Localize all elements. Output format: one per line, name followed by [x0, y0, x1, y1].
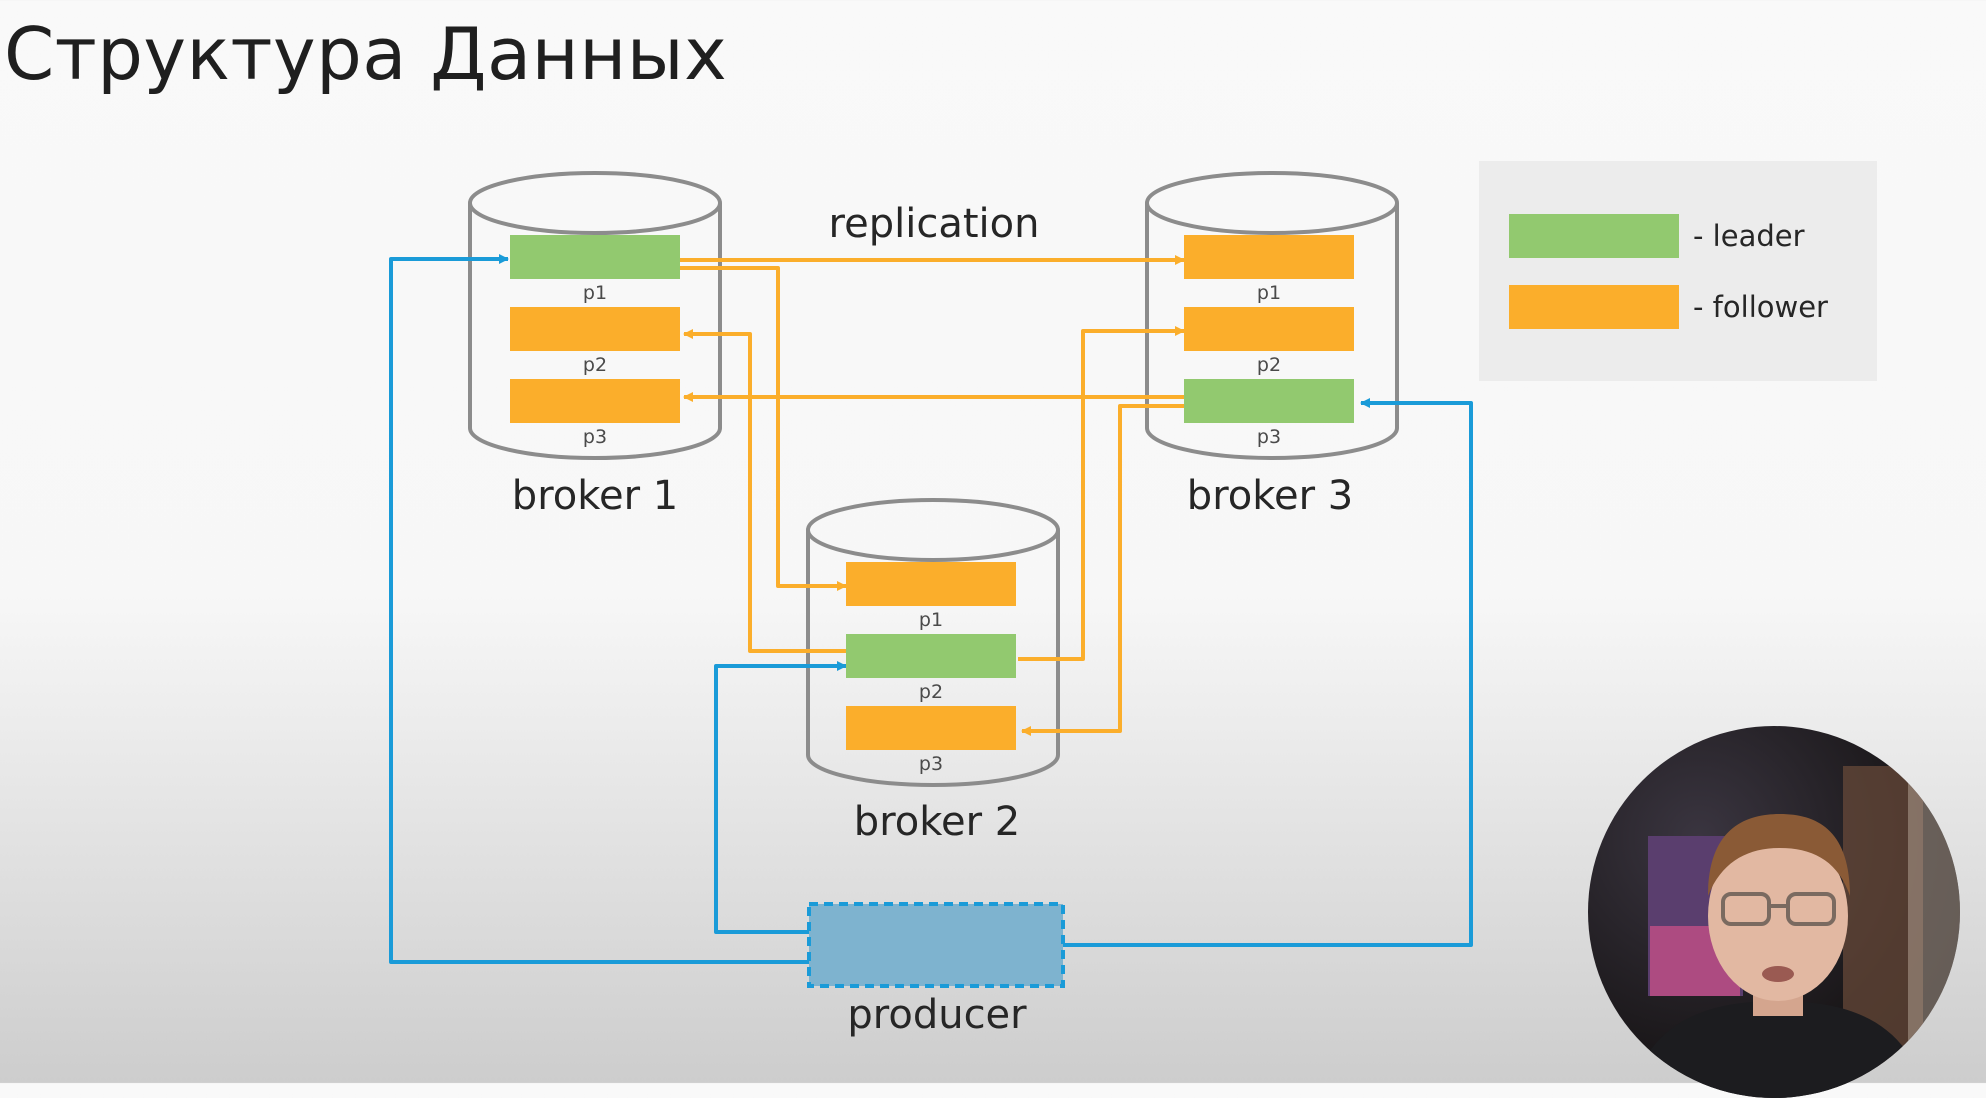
- producer-arrow-to-b2p2: [714, 661, 847, 934]
- broker-3-partition-p3-leader: [1184, 379, 1354, 423]
- broker-1-partition-p2-follower: [510, 307, 680, 351]
- broker-3-label: broker 3: [1187, 473, 1353, 519]
- broker-3-partition-label: p2: [1257, 354, 1281, 376]
- presenter-figure-icon: [1628, 726, 1960, 1098]
- legend-item-leader: - leader: [1509, 214, 1805, 258]
- broker-2-cylinder: [806, 498, 1060, 787]
- broker-1-partition-label: p1: [583, 282, 607, 304]
- producer-arrow-to-b1p1: [389, 254, 809, 964]
- broker-2-partition-p3-follower: [846, 706, 1016, 750]
- legend-label-leader: - leader: [1693, 219, 1805, 253]
- broker-2-label: broker 2: [854, 799, 1020, 845]
- replication-label: replication: [829, 201, 1040, 247]
- producer-label: producer: [847, 992, 1027, 1038]
- legend-item-follower: - follower: [1509, 285, 1828, 329]
- presenter-webcam: [1588, 726, 1960, 1098]
- broker-1-partition-label: p3: [583, 426, 607, 448]
- broker-2-partition-p1-follower: [846, 562, 1016, 606]
- producer-box[interactable]: [807, 902, 1065, 988]
- follower-swatch: [1509, 285, 1679, 329]
- producer-arrow-to-b3p3: [1063, 398, 1473, 947]
- broker-3-partition-p2-follower: [1184, 307, 1354, 351]
- replication-arrow-b1p1-to-b2p1: [680, 266, 847, 591]
- broker-1-label: broker 1: [512, 473, 678, 519]
- broker-2-partition-p2-leader: [846, 634, 1016, 678]
- leader-swatch: [1509, 214, 1679, 258]
- broker-1-partition-label: p2: [583, 354, 607, 376]
- broker-1-cylinder: [468, 171, 722, 460]
- legend: - leader - follower: [1479, 161, 1877, 381]
- broker-1-partition-p3-follower: [510, 379, 680, 423]
- replication-arrow-b2p2-to-b3p2: [1018, 326, 1185, 661]
- broker-3-partition-p1-follower: [1184, 235, 1354, 279]
- broker-3-cylinder: [1145, 171, 1399, 460]
- replication-arrow-b3p3-to-b2p3: [1021, 404, 1187, 736]
- partitions-layer: p1 p2 p3 p1 p2 p3 p1 p2 p3: [510, 235, 1354, 775]
- broker-3-partition-label: p1: [1257, 282, 1281, 304]
- broker-3-partition-label: p3: [1257, 426, 1281, 448]
- broker-2-partition-label: p1: [919, 609, 943, 631]
- broker-1-partition-p1-leader: [510, 235, 680, 279]
- slide-title: Структура Данных: [4, 12, 728, 96]
- legend-label-follower: - follower: [1693, 290, 1828, 324]
- broker-2-partition-label: p3: [919, 753, 943, 775]
- replication-arrow-b2p2-to-b1p2: [683, 329, 849, 653]
- broker-2-partition-label: p2: [919, 681, 943, 703]
